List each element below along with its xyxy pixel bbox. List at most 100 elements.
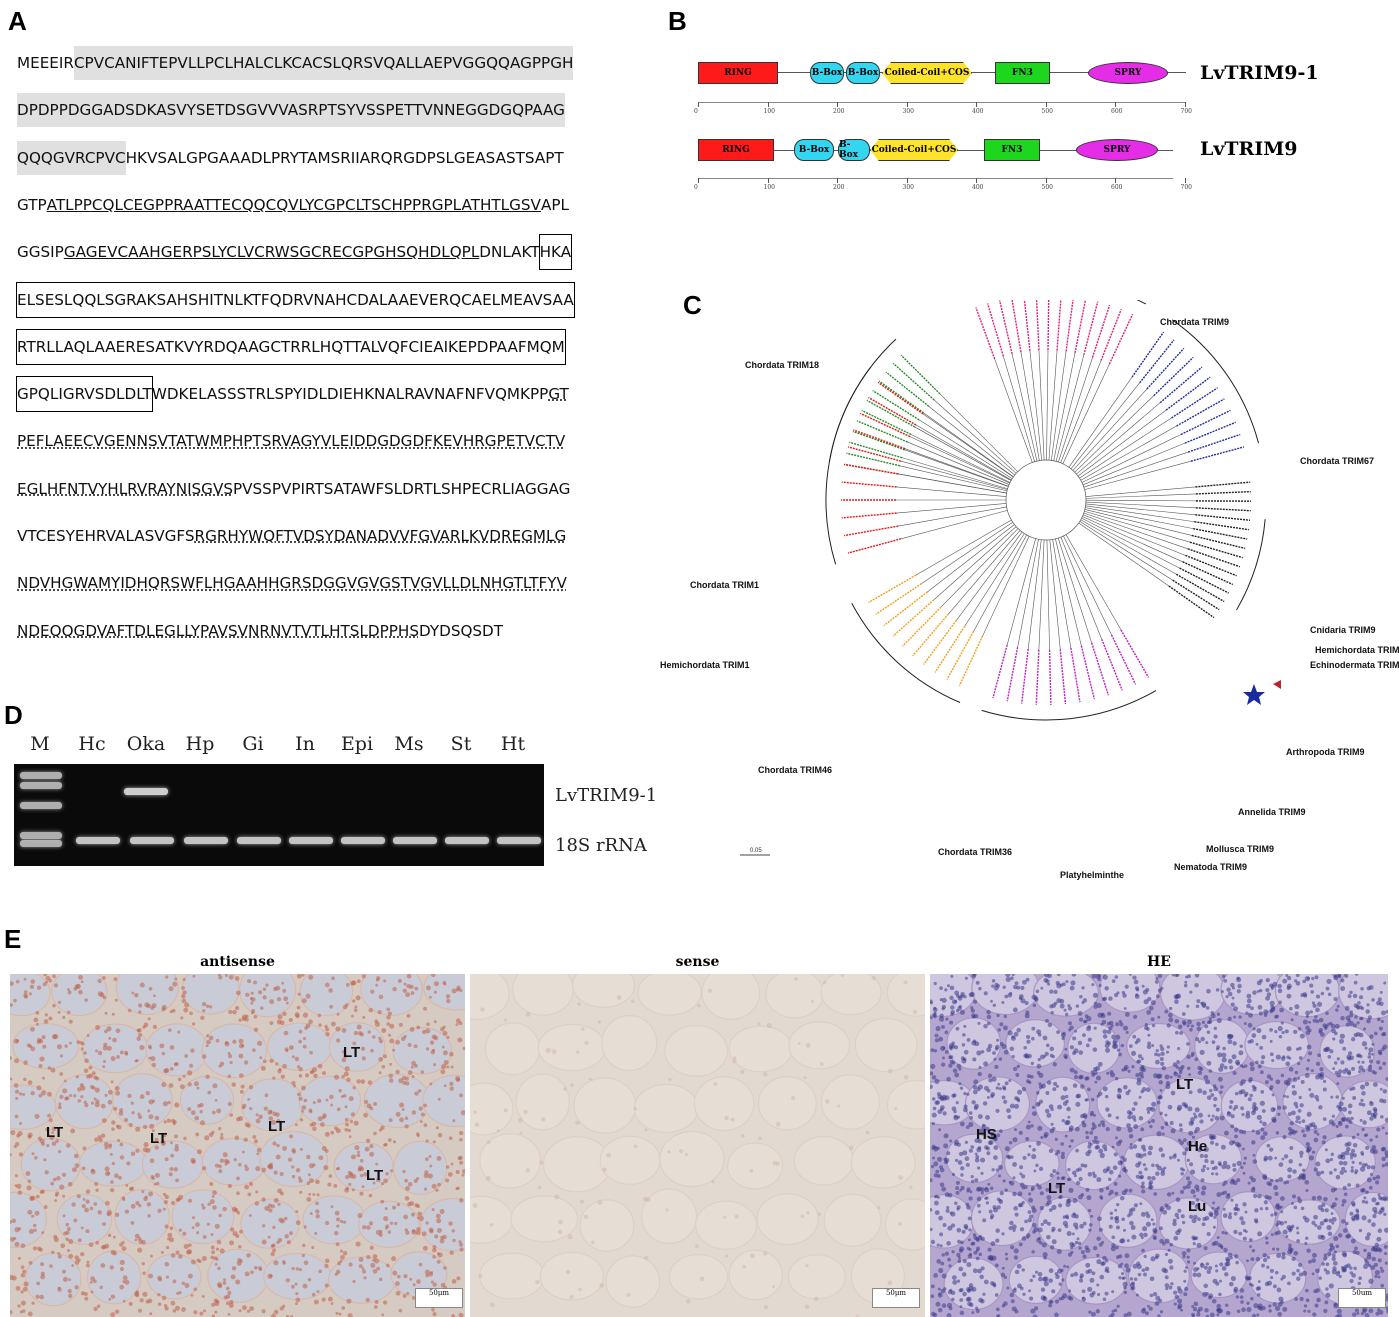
triangle-marker-icon: [1273, 680, 1281, 689]
sequence-segment: DPDPPDGGADSDKASVYSETDSGVVVASRPTSYVSSPETT…: [17, 93, 565, 128]
axis-tick-label: 200: [833, 108, 845, 115]
gel-band: [497, 837, 541, 844]
axis-tick-label: 300: [902, 184, 914, 191]
he-label-hs: HS: [976, 1126, 997, 1143]
clade-label: Arthropoda TRIM9: [1286, 747, 1365, 757]
lane-label: St: [450, 733, 472, 755]
axis-tick: [767, 102, 769, 107]
gel-row-label-control: 18S rRNA: [555, 835, 647, 856]
axis-tick-label: 700: [1180, 184, 1192, 191]
sequence-line: NDVHGWAMYIDHQRSWFLHGAAHHGRSDGGVGVGSTVGVL…: [17, 566, 567, 600]
antisense-title: antisense: [200, 954, 275, 970]
antisense-tissue-texture: [10, 974, 465, 1317]
domain-architecture-panel: RING B-Box B-Box Coiled-Coil+COS FN3 SPR…: [690, 40, 1390, 200]
sequence-segment: RGRHYWQFTVDSYDANADVVFGVARLKVDREGMLG: [194, 527, 567, 545]
he-label-lu: Lu: [1188, 1198, 1207, 1215]
antisense-micrograph: LT LT LT LT LT 50μm: [10, 974, 465, 1317]
ring-domain-2: RING: [698, 139, 774, 161]
sequence-segment: MEEEIR: [17, 54, 74, 72]
axis-tick: [1184, 102, 1186, 107]
bbox-domain-1b: B-Box: [846, 62, 880, 84]
sequence-line: GTPATLPPCQLCEGPPRAATTECQQCQVLYCGPCLTSCHP…: [17, 188, 569, 222]
sense-micrograph: 50μm: [470, 974, 925, 1317]
antisense-label-lt-1: LT: [343, 1044, 361, 1061]
sequence-segment: DYDSQSDT: [418, 621, 504, 640]
sequence-line: PEFLAEECVGENNSVTATWMPHPTSRVAGYVLEIDDGDGD…: [17, 424, 565, 458]
clade-label: Hemichordata TRIM1: [660, 660, 750, 670]
sequence-line: DPDPPDGGADSDKASVYSETDSGVVVASRPTSYVSSPETT…: [17, 93, 565, 128]
gel-band: [76, 837, 120, 844]
clade-label: Platyhelminthe: [1060, 870, 1124, 880]
clade-label: Echinodermata TRIM9: [1310, 660, 1399, 670]
protein-name-2: LvTRIM9: [1200, 138, 1298, 160]
sequence-line: RTRLLAQLAAERESATKVYRDQAAGCTRRLHQTTALVQFC…: [16, 328, 566, 365]
he-tissue-texture: [930, 974, 1388, 1317]
axis-tick: [1045, 178, 1047, 183]
panel-e-letter: E: [4, 924, 22, 954]
axis-tick: [906, 178, 908, 183]
axis-tick-label: 100: [763, 184, 775, 191]
lane-label: M: [30, 733, 50, 755]
sequence-line: QQQGVRCPVCHKVSALGPGAAADLPRYTAMSRIIARQRGD…: [17, 140, 564, 175]
gel-row-label-target: LvTRIM9-1: [555, 785, 658, 806]
gel-band: [20, 782, 62, 789]
lane-label: In: [295, 733, 315, 755]
tree-scale-label: 0.05: [750, 848, 762, 854]
lane-label: Hp: [185, 733, 215, 755]
antisense-label-lt-5: LT: [366, 1167, 384, 1184]
sequence-segment: HKVSALGPGAAADLPRYTAMSRIIARQRGDPSLGEASAST…: [125, 148, 564, 167]
coiled-coil-domain-2: Coiled-Coil+COS: [870, 139, 958, 161]
gel-band: [130, 837, 174, 844]
gel-band: [237, 837, 281, 844]
he-micrograph: LT HS LT He Lu 50um: [930, 974, 1388, 1317]
clade-brackets: [825, 300, 1266, 721]
sequence-segment: GT: [548, 385, 569, 404]
sequence-line: GPQLIGRVSDLDLTWDKELASSSTRLSPYIDLDIEHKNAL…: [16, 376, 569, 413]
clade-label: Cnidaria TRIM9: [1310, 625, 1376, 635]
ring-domain-1: RING: [698, 62, 778, 84]
panel-d-letter: D: [4, 700, 23, 730]
clade-label: Chordata TRIM18: [745, 360, 819, 370]
gel-band: [445, 837, 489, 844]
axis-tick-label: 500: [1041, 184, 1053, 191]
axis-tick-label: 400: [972, 108, 984, 115]
spry-domain-2: SPRY: [1076, 139, 1158, 161]
clade-label: Chordata TRIM67: [1300, 456, 1374, 466]
gel-band: [184, 837, 228, 844]
gel-band: [20, 802, 62, 809]
sequence-segment: HKA: [538, 234, 573, 271]
axis-tick-label: 0: [694, 108, 698, 115]
axis-tick: [976, 102, 977, 107]
coiled-coil-domain-1: Coiled-Coil+COS: [882, 62, 972, 84]
axis-tick-label: 0: [694, 184, 698, 191]
sequence-segment: PEFLAEECVGENNSVTATWMPHPTSRVAGYVLEIDDGDGD…: [17, 432, 566, 451]
sequence-segment: RTRLLAQLAAERESATKVYRDQAAGCTRRLHQTTALVQFC…: [16, 328, 566, 365]
sequence-segment: VTCESYEHRVALASVGFS: [17, 527, 195, 545]
he-title: HE: [1147, 954, 1171, 970]
tree-branches: [841, 300, 1252, 705]
axis-tick: [767, 178, 769, 183]
lane-label: Ht: [500, 733, 526, 755]
star-icon: [1243, 684, 1265, 705]
antisense-label-lt-4: LT: [268, 1118, 286, 1135]
axis-tick: [698, 178, 699, 183]
axis-tick: [1045, 102, 1047, 107]
clade-label: Hemichordata TRIM9: [1315, 645, 1399, 655]
antisense-label-lt-2: LT: [46, 1124, 64, 1141]
gel-band: [393, 837, 437, 844]
bbox-domain-2a: B-Box: [794, 139, 834, 161]
sequence-segment: ATLPPCQLCEGPPRAATTECQQCQVLYCGPCLTSCHPPRG…: [46, 195, 541, 214]
sense-title: sense: [675, 954, 720, 970]
axis-tick: [698, 102, 699, 107]
lane-label: Ms: [394, 733, 424, 755]
clade-label: Annelida TRIM9: [1238, 807, 1306, 817]
he-label-he: He: [1188, 1138, 1208, 1155]
fn3-domain-1: FN3: [995, 62, 1050, 84]
sequence-segment: GPQLIGRVSDLDLT: [16, 376, 153, 413]
axis-tick-label: 600: [1111, 184, 1123, 191]
clade-label: Chordata TRIM9: [1160, 317, 1229, 327]
